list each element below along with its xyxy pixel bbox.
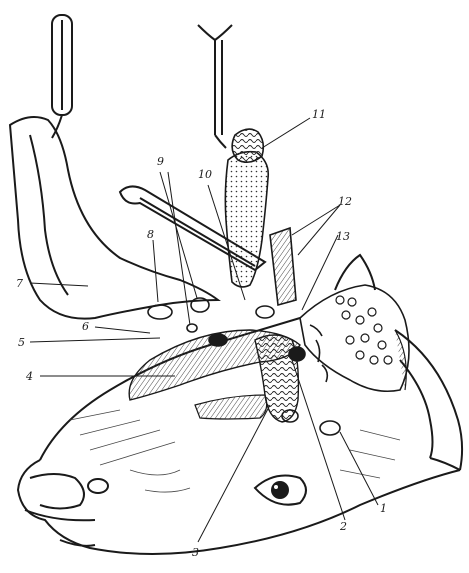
- skin-flap: [10, 117, 218, 319]
- label-11: 11: [312, 108, 326, 121]
- label-10: 10: [198, 168, 212, 181]
- ear: [335, 255, 375, 290]
- number-labels: 1 2 3 4 5 6 7 8 9 10 11 12 13: [16, 108, 387, 559]
- label-8: 8: [147, 228, 154, 241]
- cranial-region: [300, 285, 409, 391]
- label-6: 6: [82, 320, 89, 333]
- horn: [395, 330, 462, 470]
- label-4: 4: [25, 370, 33, 383]
- label-2: 2: [339, 520, 347, 533]
- label-1: 1: [380, 502, 387, 515]
- label-9: 9: [157, 155, 164, 168]
- face-shading: [70, 410, 400, 492]
- label-7: 7: [16, 277, 23, 290]
- eye: [255, 476, 306, 505]
- label-13: 13: [336, 230, 350, 243]
- vessel-tube: [270, 228, 296, 305]
- retractor-hook-left: [52, 15, 72, 138]
- muscle-bundle: [225, 129, 268, 287]
- label-5: 5: [18, 336, 25, 349]
- retractor-hook-center: [198, 25, 232, 148]
- label-3: 3: [192, 546, 199, 559]
- label-12: 12: [338, 195, 352, 208]
